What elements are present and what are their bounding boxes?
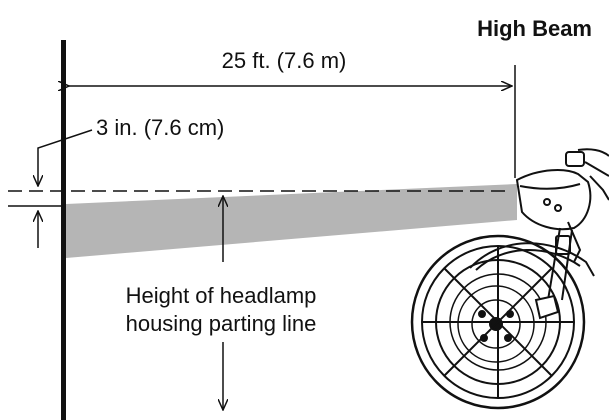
beam-pattern	[66, 184, 517, 258]
height-label-line2: housing parting line	[126, 311, 317, 336]
diagram-title: High Beam	[477, 16, 592, 41]
drop-leader-line	[38, 129, 93, 186]
distance-label: 25 ft. (7.6 m)	[222, 48, 347, 73]
wall	[61, 40, 66, 420]
motorcycle-front-icon	[410, 148, 609, 410]
height-label-line1: Height of headlamp	[126, 283, 317, 308]
drop-label: 3 in. (7.6 cm)	[96, 115, 224, 140]
